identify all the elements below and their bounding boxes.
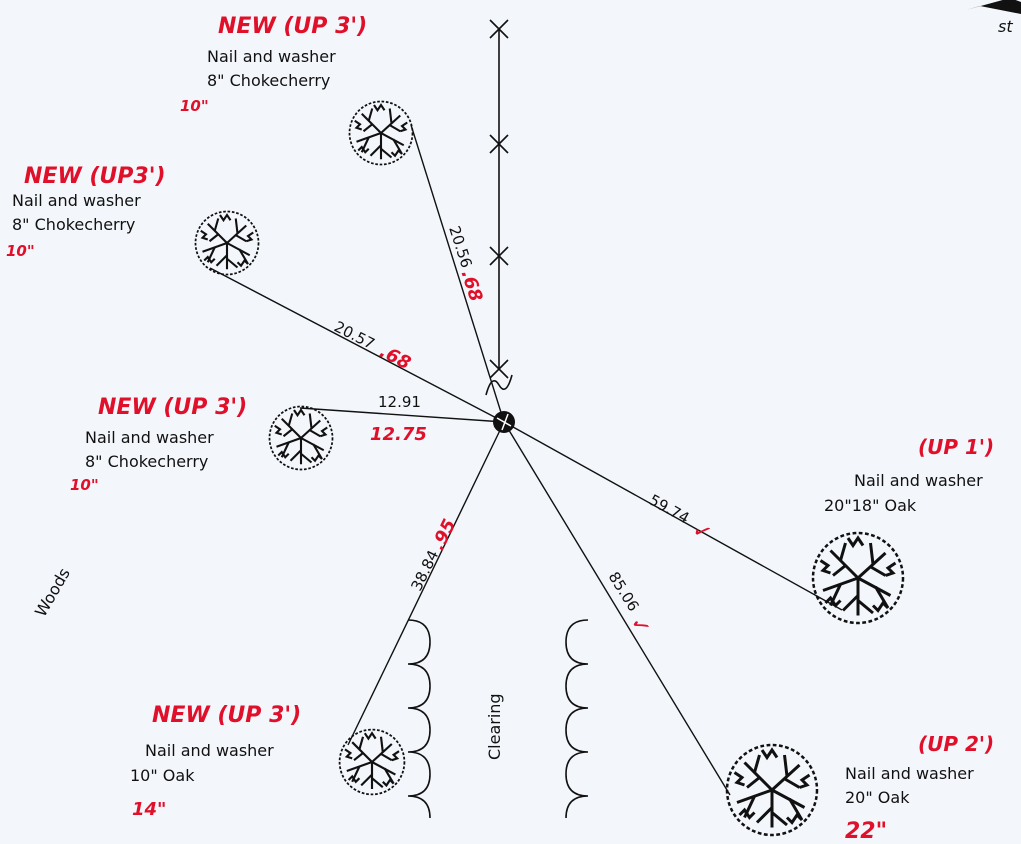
tree-line2: 8" Chokecherry: [12, 215, 135, 234]
tree-status: NEW (UP3'): [24, 164, 166, 189]
tree-label-5: NEW (UP 3') Nail and washer 10" Oak 14": [130, 703, 301, 820]
tree-icon: [725, 743, 819, 837]
distance-original: 85.06: [605, 569, 643, 615]
tree-correction: 10": [6, 242, 35, 260]
distance-6: 85.06 ✓: [605, 569, 656, 641]
tree-label-2: NEW (UP3') Nail and washer 8" Chokecherr…: [6, 164, 166, 260]
tree-label-3: NEW (UP 3') Nail and washer 8" Chokecher…: [70, 395, 247, 494]
tree-line1: Nail and washer: [145, 741, 274, 760]
corner-mark: [966, 0, 1021, 14]
tree-line2: 8" Chokecherry: [207, 71, 330, 90]
distance-correction: 12.75: [370, 424, 427, 445]
tree-line1: Nail and washer: [207, 47, 336, 66]
tree-correction: 10": [70, 476, 99, 494]
clearing-edge-left: [407, 619, 431, 819]
tree-correction: 10": [180, 97, 209, 115]
distance-4: 59.74 ✓: [646, 491, 716, 548]
distance-2: 20.57 .68: [331, 318, 414, 375]
tree-status: (UP 2'): [918, 732, 994, 756]
tree-line2: 20" Oak: [845, 788, 910, 807]
tree-line1: Nail and washer: [12, 191, 141, 210]
clearing-edge-right: [565, 619, 589, 819]
tree-icon: [348, 100, 414, 166]
tree-status: NEW (UP 3'): [152, 703, 301, 728]
tree-label-6: (UP 2') Nail and washer 20" Oak 22": [845, 732, 994, 844]
tree-icon: [194, 210, 260, 276]
center-point-cross: [496, 413, 512, 431]
tree-line1: Nail and washer: [845, 764, 974, 783]
tree-line1: Nail and washer: [854, 471, 983, 490]
tree-status: (UP 1'): [918, 435, 994, 459]
distance-correction: .68: [457, 267, 487, 304]
tree-icon: [268, 405, 334, 471]
radial-lines: [209, 124, 843, 796]
distance-1: 20.56 .68: [445, 224, 487, 305]
distance-original: 38.84: [407, 547, 442, 593]
distance-5: 38.84 .95: [407, 516, 460, 594]
tree-line2: 20"18" Oak: [824, 496, 917, 515]
tree-status: NEW (UP 3'): [98, 395, 247, 420]
tree-label-4: (UP 1') Nail and washer 20"18" Oak: [824, 435, 994, 515]
tree-line1: Nail and washer: [85, 428, 214, 447]
corner-text: st: [998, 17, 1013, 36]
tree-line2: 8" Chokecherry: [85, 452, 208, 471]
distance-original: 59.74: [646, 491, 692, 528]
distance-correction: ✓: [688, 517, 716, 548]
tree-icon: [811, 531, 905, 625]
distance-3: 12.91 12.75: [370, 393, 427, 445]
tree-correction: 14": [132, 799, 166, 820]
fence-line: [485, 19, 513, 396]
distance-correction: ✓: [624, 612, 655, 641]
tree-line2: 10" Oak: [130, 766, 195, 785]
distance-correction: .68: [376, 341, 414, 374]
distance-original: 20.57: [331, 318, 377, 354]
tree-icon: [338, 728, 406, 796]
distance-original: 12.91: [378, 393, 421, 411]
tree-correction: 22": [845, 819, 887, 844]
woods-label: Woods: [31, 565, 74, 620]
tree-status: NEW (UP 3'): [218, 14, 367, 39]
clearing-label: Clearing: [485, 693, 504, 760]
tree-label-1: NEW (UP 3') Nail and washer 8" Chokecher…: [180, 14, 367, 115]
